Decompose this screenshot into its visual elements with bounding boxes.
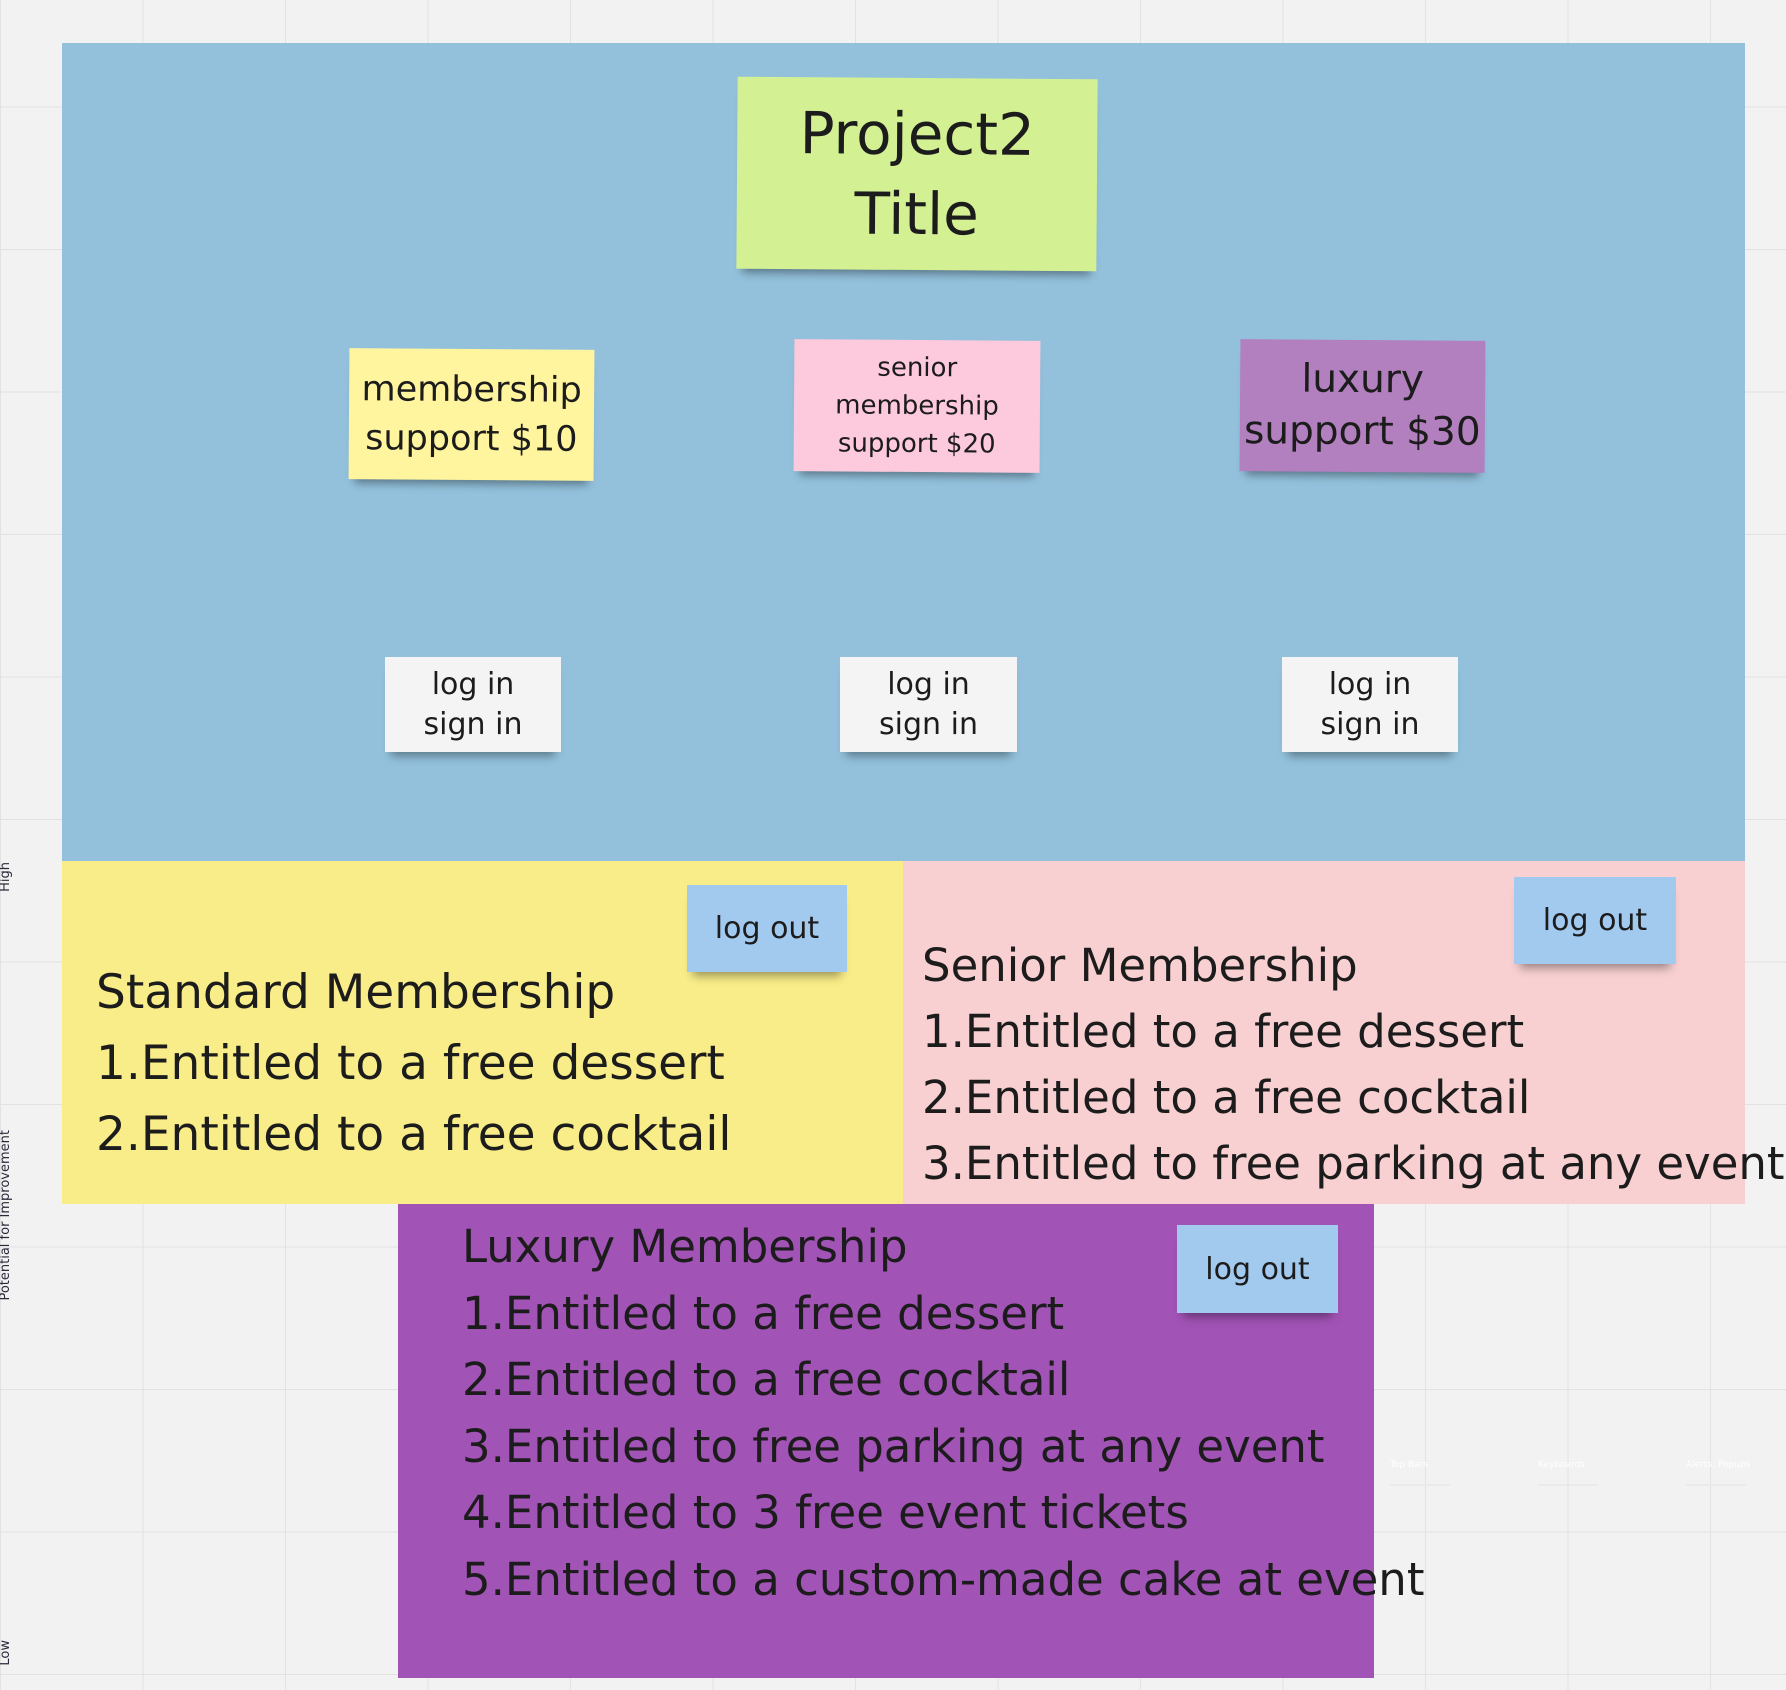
side-label-improvement: Potential for Improvement (0, 1130, 13, 1301)
mini-card-subtext (1390, 1484, 1450, 1486)
benefit-item: 1.Entitled to a free dessert (922, 1005, 1525, 1058)
standard-benefits-text: Standard Membership 1.Entitled to a free… (96, 957, 731, 1170)
benefit-item: 1.Entitled to a free dessert (96, 1036, 725, 1091)
senior-benefits-text: Senior Membership 1.Entitled to a free d… (922, 933, 1785, 1197)
membership-card-line: membership (361, 368, 582, 411)
login-card-standard[interactable]: log in sign in (385, 657, 561, 752)
membership-card-line: senior (877, 352, 958, 384)
login-card-luxury[interactable]: log in sign in (1282, 657, 1458, 752)
mini-card-top-bars[interactable]: Top Bars (1390, 1460, 1470, 1500)
benefit-item: 1.Entitled to a free dessert (462, 1286, 1065, 1340)
membership-card-standard[interactable]: membership support $10 (348, 348, 595, 481)
mini-card-alerts[interactable]: Alerts, Popups (1686, 1460, 1766, 1500)
signin-link[interactable]: sign in (423, 706, 523, 742)
membership-card-senior[interactable]: senior membership support $20 (793, 339, 1041, 473)
login-link[interactable]: log in (431, 666, 515, 702)
logout-label: log out (1542, 903, 1648, 938)
signin-link[interactable]: sign in (1320, 706, 1420, 742)
luxury-benefits-text: Luxury Membership 1.Entitled to a free d… (462, 1214, 1424, 1613)
benefit-item: 3.Entitled to free parking at any event (922, 1137, 1785, 1190)
benefit-item: 4.Entitled to 3 free event tickets (462, 1486, 1189, 1539)
logout-label: log out (714, 911, 820, 946)
login-card-senior[interactable]: log in sign in (840, 657, 1017, 752)
title-line-1: Project2 (799, 99, 1036, 169)
mini-card-keyboards[interactable]: Keyboards (1538, 1460, 1618, 1500)
mini-card-title: Keyboards (1538, 1460, 1585, 1470)
mini-card-subtext (1538, 1484, 1598, 1486)
luxury-heading: Luxury Membership (462, 1220, 908, 1273)
title-line-2: Title (854, 179, 980, 249)
side-label-low: Low (0, 1640, 13, 1666)
title-sticky[interactable]: Project2 Title (736, 76, 1098, 272)
membership-card-line: support $30 (1243, 408, 1481, 455)
login-link[interactable]: log in (887, 666, 970, 702)
membership-card-line: support $20 (837, 428, 996, 460)
membership-card-line: membership (835, 390, 999, 422)
side-label-high: High (0, 862, 13, 892)
signin-link[interactable]: sign in (879, 706, 978, 742)
standard-heading: Standard Membership (96, 965, 616, 1020)
benefit-item: 3.Entitled to free parking at any event (462, 1419, 1325, 1473)
logout-button-senior[interactable]: log out (1514, 877, 1676, 964)
logout-button-luxury[interactable]: log out (1177, 1225, 1338, 1313)
benefit-item: 2.Entitled to a free cocktail (922, 1071, 1531, 1124)
membership-card-line: luxury (1301, 356, 1425, 403)
benefit-item: 2.Entitled to a free cocktail (462, 1353, 1071, 1406)
logout-label: log out (1205, 1251, 1310, 1287)
logout-button-standard[interactable]: log out (687, 885, 847, 972)
benefit-item: 2.Entitled to a free cocktail (96, 1107, 732, 1162)
membership-card-line: support $10 (365, 417, 578, 460)
mini-card-title: Top Bars (1390, 1460, 1429, 1470)
mini-card-title: Alerts, Popups (1686, 1460, 1751, 1470)
senior-heading: Senior Membership (922, 939, 1358, 992)
membership-card-luxury[interactable]: luxury support $30 (1239, 339, 1486, 473)
benefit-item: 5.Entitled to a custom-made cake at even… (462, 1552, 1425, 1606)
login-link[interactable]: log in (1328, 666, 1412, 702)
mini-card-subtext (1686, 1484, 1746, 1486)
